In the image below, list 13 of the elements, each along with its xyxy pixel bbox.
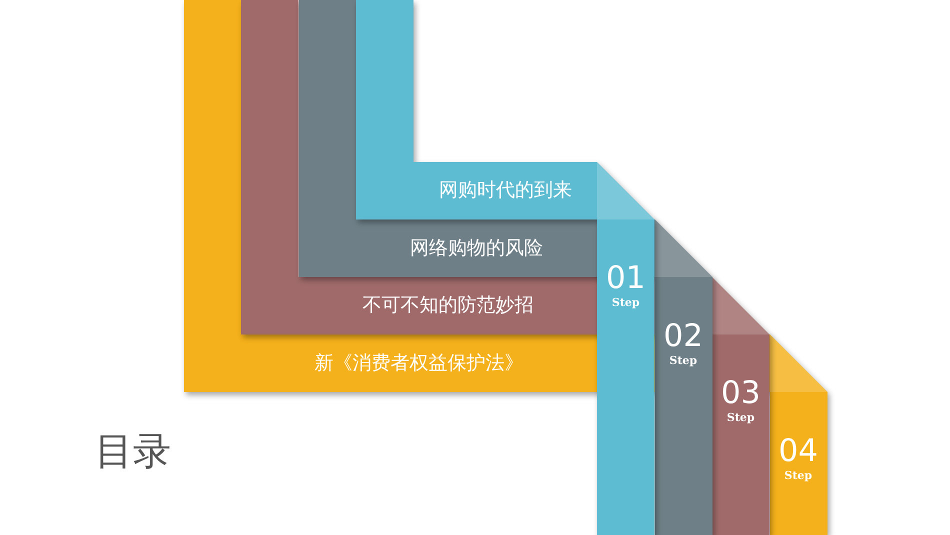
step-label: Step (612, 297, 640, 308)
step-label: Step (669, 354, 698, 366)
step-number: 01 (606, 263, 646, 294)
topic-title: 网络购物的风险 (410, 238, 543, 258)
step-number: 04 (778, 436, 818, 466)
step-number: 03 (721, 378, 760, 409)
step-label: Step (726, 412, 755, 423)
step-number: 02 (664, 320, 703, 352)
slide-title: 目录 (95, 432, 171, 470)
topic-title: 新《消费者权益保护法》 (314, 354, 524, 372)
step-label: Step (784, 470, 812, 480)
topic-title: 不可不知的防范妙招 (362, 296, 534, 315)
topic-title: 网购时代的到来 (438, 181, 572, 200)
